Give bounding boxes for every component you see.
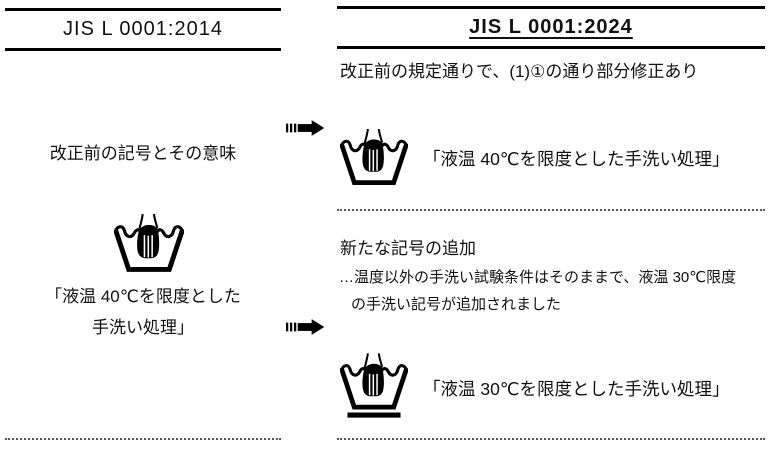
hand-wash-40-caption: 「液温 40℃を限度とした手洗い処理」 xyxy=(423,149,730,169)
right-bottom-divider xyxy=(337,438,765,440)
column-2024-header: JIS L 0001:2024 xyxy=(337,6,765,49)
hand-wash-30-icon xyxy=(340,353,408,419)
new-symbol-detail-line2: の手洗い記号が追加されました xyxy=(351,296,562,313)
column-2014: JIS L 0001:2014 改正前の記号とその意味 「液温 40℃を限度とし… xyxy=(5,0,281,449)
new-symbol-detail-line1: …温度以外の手洗い試験条件はそのままで、液温 30℃限度 xyxy=(339,269,737,286)
left-bottom-divider xyxy=(5,438,281,440)
column-2024-title: JIS L 0001:2024 xyxy=(469,16,633,38)
column-2024: JIS L 0001:2024 改正前の規定通りで、(1)①の通り部分修正あり … xyxy=(337,0,765,449)
hand-wash-40-icon xyxy=(114,214,184,273)
old-symbol-caption-line1: 「液温 40℃を限度とした xyxy=(45,287,241,306)
transition-arrow-icon xyxy=(286,119,326,137)
old-symbol-description-label: 改正前の記号とその意味 xyxy=(49,144,237,163)
new-symbol-heading: 新たな記号の追加 xyxy=(340,239,476,258)
column-2014-header: JIS L 0001:2014 xyxy=(5,8,281,51)
column-2014-title: JIS L 0001:2014 xyxy=(63,18,223,40)
old-symbol-caption-line2: 手洗い処理」 xyxy=(92,318,194,337)
hand-wash-30-caption: 「液温 30℃を限度とした手洗い処理」 xyxy=(423,379,730,399)
right-middle-divider xyxy=(337,209,765,211)
revision-note: 改正前の規定通りで、(1)①の通り部分修正あり xyxy=(340,62,699,81)
old-symbol-caption: 「液温 40℃を限度とした 手洗い処理」 xyxy=(5,281,281,343)
hand-wash-40-icon xyxy=(340,129,408,186)
transition-arrow-icon xyxy=(286,318,326,336)
